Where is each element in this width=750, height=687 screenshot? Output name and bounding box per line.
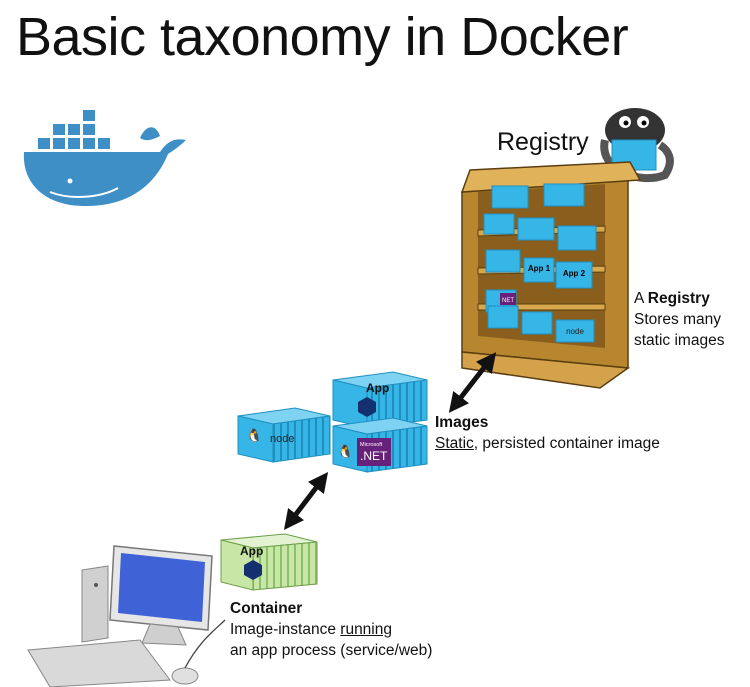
container-caption-underlined: running [340, 621, 392, 638]
computer-icon [27, 545, 226, 687]
image-container-net: 🐧 Microsoft .NET [332, 417, 428, 473]
container-caption-bold: Container [230, 600, 303, 617]
registry-label: Registry [497, 128, 589, 156]
registry-caption-line3: static images [634, 332, 725, 349]
shelf-box-label: node [566, 327, 584, 336]
box-app-label: App [366, 381, 389, 395]
registry-caption-prefix: A [634, 290, 648, 307]
page-title: Basic taxonomy in Docker [16, 7, 629, 67]
registry-caption: A Registry Stores many static images [634, 288, 724, 351]
hexagon-icon [358, 397, 376, 417]
linux-tux-icon: 🐧 [337, 444, 353, 459]
docker-whale-icon [23, 110, 186, 207]
registry-caption-line2: Stores many [634, 311, 722, 328]
images-caption-underlined: Static [435, 435, 474, 452]
images-caption: Images Static, persisted container image [435, 412, 660, 454]
shelf-box-label: App 1 [528, 264, 551, 273]
hexagon-icon [244, 560, 262, 580]
image-container-node: 🐧 node [237, 407, 331, 463]
shelf-box-label: App 2 [563, 269, 586, 278]
arrow-registry-images [448, 352, 497, 413]
registry-shelf: App 1 App 2 NET node [460, 161, 642, 389]
container-caption-prefix: Image-instance [230, 621, 341, 638]
net-badge [357, 438, 391, 466]
image-container-app: App [332, 371, 428, 429]
running-container: App [220, 533, 318, 591]
images-caption-rest: , persisted container image [473, 435, 660, 452]
linux-tux-icon: 🐧 [246, 428, 262, 443]
shelf-box-label: NET [502, 298, 514, 304]
container-app-label: App [240, 544, 263, 558]
box-node-label: node [270, 433, 294, 445]
container-caption: Container Image-instance running an app … [230, 598, 432, 661]
images-caption-bold: Images [435, 414, 489, 431]
box-net-brand: Microsoft [360, 442, 383, 448]
box-net-label: .NET [360, 449, 388, 463]
container-caption-line3: an app process (service/web) [230, 642, 433, 659]
registry-caption-bold: Registry [647, 290, 710, 307]
arrow-images-container [283, 472, 329, 530]
